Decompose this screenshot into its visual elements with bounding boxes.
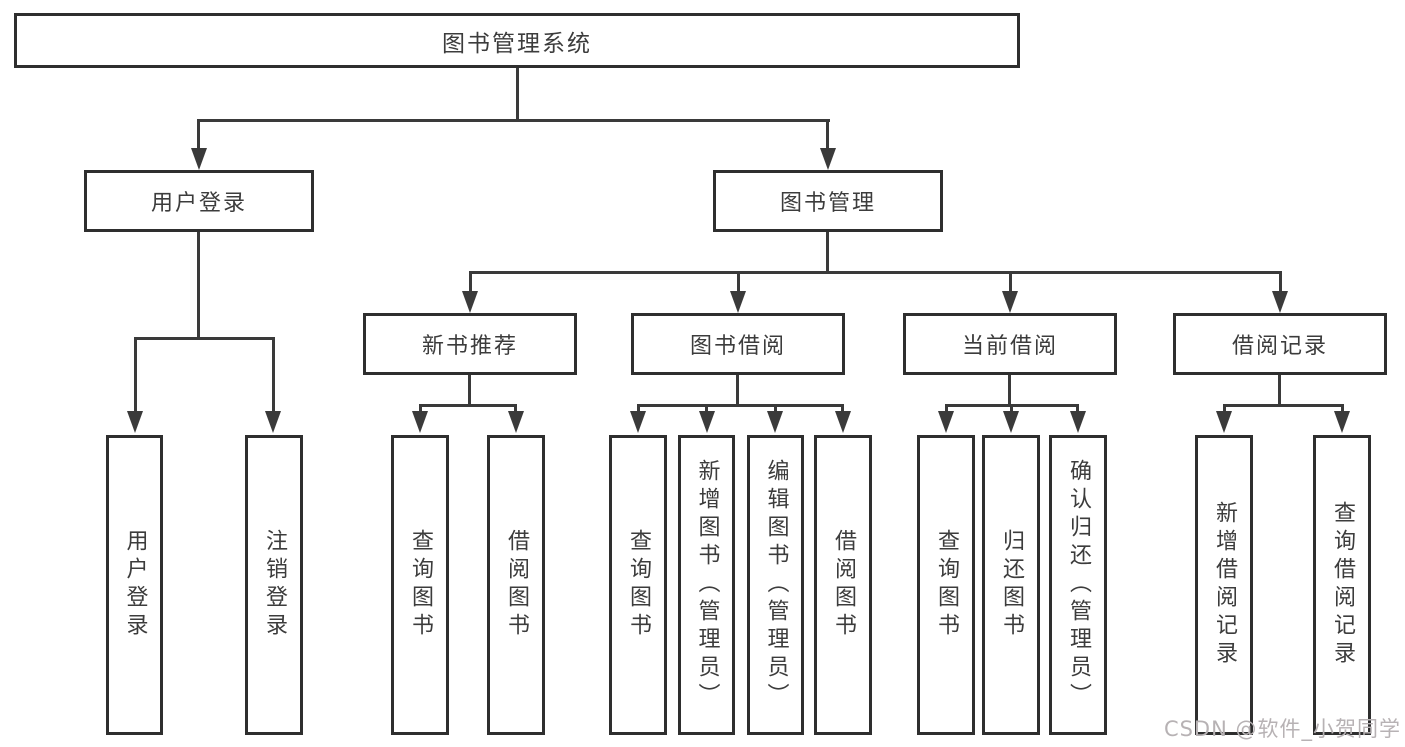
edge-vertical	[737, 271, 740, 291]
node-logout: 注销登录	[245, 435, 303, 735]
arrow-down-icon	[1334, 411, 1350, 433]
edge-vertical	[1010, 404, 1013, 412]
node-query-books-borrowing: 查询图书	[609, 435, 667, 735]
edge-vertical	[197, 119, 200, 148]
node-label: 借阅图书	[504, 529, 529, 641]
node-query-books-current: 查询图书	[917, 435, 975, 735]
node-label: 新书推荐	[421, 334, 518, 359]
node-label: 确认归还（管理员）	[1066, 459, 1091, 711]
csdn-watermark: CSDN @软件_小贺同学	[1163, 717, 1401, 741]
edge-vertical	[419, 404, 422, 412]
edge-vertical	[134, 337, 137, 411]
arrow-down-icon	[412, 411, 428, 433]
node-label: 新增借阅记录	[1212, 501, 1237, 669]
node-borrowing-records: 借阅记录	[1173, 313, 1387, 375]
edge-vertical	[1279, 271, 1282, 291]
edge-vertical	[826, 119, 829, 148]
edge-vertical	[516, 68, 519, 120]
edge-vertical	[1008, 375, 1011, 406]
node-query-borrow-record: 查询借阅记录	[1313, 435, 1371, 735]
node-query-books-recommend: 查询图书	[391, 435, 449, 735]
edge-vertical	[468, 375, 471, 406]
edge-horizontal	[637, 404, 844, 407]
node-label: 归还图书	[999, 529, 1024, 641]
edge-vertical	[1341, 404, 1344, 412]
node-book-borrowing: 图书借阅	[631, 313, 845, 375]
node-label: 图书管理系统	[442, 30, 592, 57]
arrow-down-icon	[1003, 411, 1019, 433]
node-user-login: 用户登录	[84, 170, 314, 232]
node-label: 查询图书	[408, 529, 433, 641]
node-return-books: 归还图书	[982, 435, 1040, 735]
node-label: 查询借阅记录	[1330, 501, 1355, 669]
arrow-down-icon	[938, 411, 954, 433]
arrow-down-icon	[630, 411, 646, 433]
edge-vertical	[705, 404, 708, 412]
node-label: 查询图书	[934, 529, 959, 641]
node-label: 用户登录	[150, 191, 247, 216]
edge-horizontal	[1223, 404, 1344, 407]
node-new-book-recommend: 新书推荐	[363, 313, 577, 375]
edge-vertical	[774, 404, 777, 412]
edge-vertical	[469, 271, 472, 291]
edge-horizontal	[419, 404, 517, 407]
node-add-borrow-record: 新增借阅记录	[1195, 435, 1253, 735]
node-label: 查询图书	[626, 529, 651, 641]
node-borrow-books: 借阅图书	[814, 435, 872, 735]
arrow-down-icon	[462, 291, 478, 313]
edge-vertical	[841, 404, 844, 412]
node-book-management: 图书管理	[713, 170, 943, 232]
edge-vertical	[272, 337, 275, 411]
node-label: 注销登录	[262, 529, 287, 641]
node-label: 图书借阅	[689, 334, 786, 359]
arrow-down-icon	[730, 291, 746, 313]
edge-vertical	[197, 232, 200, 338]
arrow-down-icon	[820, 148, 836, 170]
edge-vertical	[1278, 375, 1281, 406]
node-label: 借阅记录	[1231, 334, 1328, 359]
edge-vertical	[945, 404, 948, 412]
node-label: 新增图书（管理员）	[694, 459, 720, 711]
node-current-borrowing: 当前借阅	[903, 313, 1117, 375]
edge-vertical	[514, 404, 517, 412]
node-label: 借阅图书	[831, 529, 856, 641]
edge-vertical	[1076, 404, 1079, 412]
node-user-login-leaf: 用户登录	[106, 435, 163, 735]
arrow-down-icon	[1272, 291, 1288, 313]
arrow-down-icon	[767, 411, 783, 433]
edge-vertical	[1223, 404, 1226, 412]
arrow-down-icon	[1002, 291, 1018, 313]
arrow-down-icon	[191, 148, 207, 170]
node-label: 当前借阅	[961, 334, 1058, 359]
edge-horizontal	[198, 119, 830, 122]
arrow-down-icon	[508, 411, 524, 433]
arrow-down-icon	[699, 411, 715, 433]
edge-vertical	[637, 404, 640, 412]
node-add-books-admin: 新增图书（管理员）	[678, 435, 735, 735]
edge-vertical	[826, 232, 829, 273]
arrow-down-icon	[265, 411, 281, 433]
node-borrow-books-recommend: 借阅图书	[487, 435, 545, 735]
arrow-down-icon	[1216, 411, 1232, 433]
edge-horizontal	[469, 271, 1281, 274]
node-edit-books-admin: 编辑图书（管理员）	[747, 435, 804, 735]
node-label: 用户登录	[122, 529, 148, 641]
arrow-down-icon	[1070, 411, 1086, 433]
node-confirm-return-admin: 确认归还（管理员）	[1049, 435, 1107, 735]
edge-vertical	[736, 375, 739, 406]
arrow-down-icon	[835, 411, 851, 433]
node-root-library-system: 图书管理系统	[14, 13, 1020, 68]
edge-horizontal	[134, 337, 275, 340]
edge-vertical	[1009, 271, 1012, 291]
node-label: 图书管理	[779, 191, 876, 216]
node-label: 编辑图书（管理员）	[763, 459, 789, 711]
arrow-down-icon	[127, 411, 143, 433]
